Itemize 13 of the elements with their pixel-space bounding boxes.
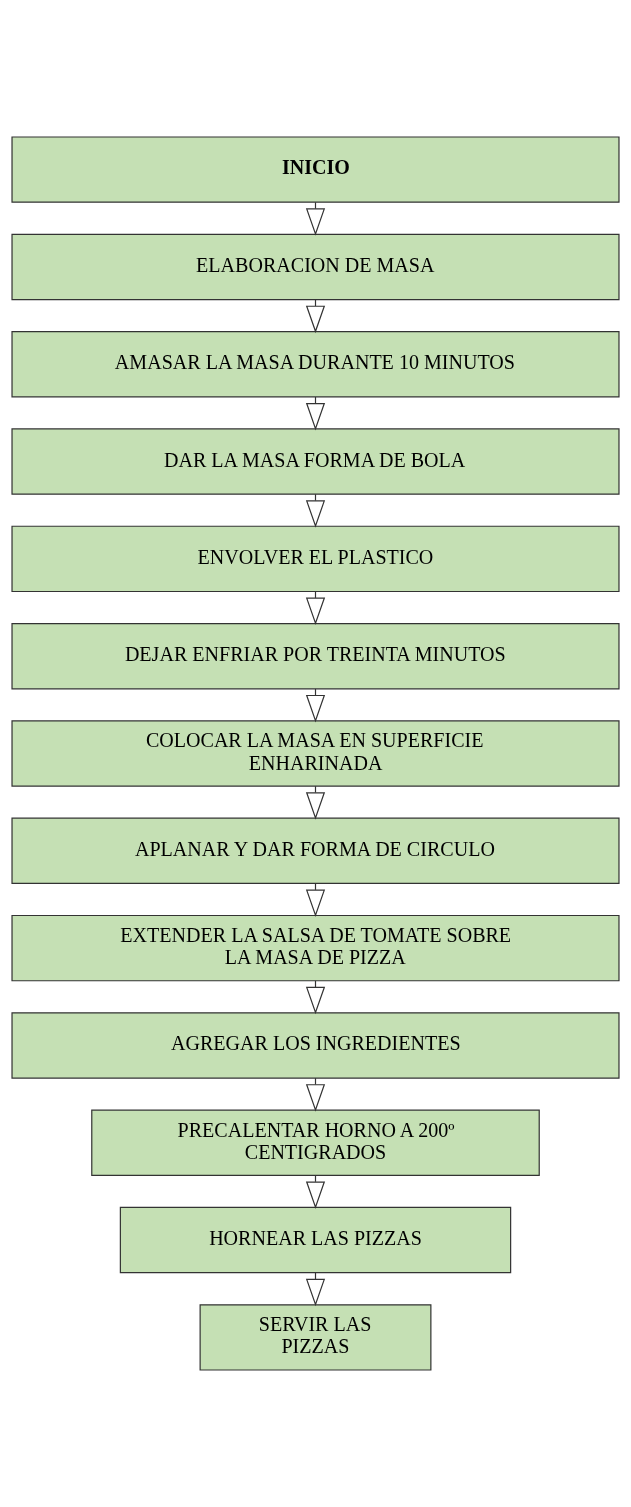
node-box: ELABORACION DE MASA — [11, 233, 620, 301]
node-box: HORNEAR LAS PIZZAS — [119, 1206, 512, 1274]
node-box: COLOCAR LA MASA EN SUPERFICIE ENHARINADA — [11, 720, 620, 787]
node-box: ENVOLVER EL PLASTICO — [11, 525, 620, 593]
node-box: INICIO — [11, 136, 620, 203]
node-box: PRECALENTAR HORNO A 200º CENTIGRADOS — [91, 1109, 540, 1176]
node-box: APLANAR Y DAR FORMA DE CIRCULO — [11, 817, 620, 884]
node-box: DAR LA MASA FORMA DE BOLA — [11, 428, 620, 495]
node-box: AGREGAR LOS INGREDIENTES — [11, 1012, 620, 1079]
node-box: SERVIR LAS PIZZAS — [199, 1304, 432, 1371]
node-box: AMASAR LA MASA DURANTE 10 MINUTOS — [11, 331, 620, 398]
node-box: EXTENDER LA SALSA DE TOMATE SOBRE LA MASA DE PIZZA — [11, 914, 620, 982]
node-box: DEJAR ENFRIAR POR TREINTA MINUTOS — [11, 623, 620, 690]
